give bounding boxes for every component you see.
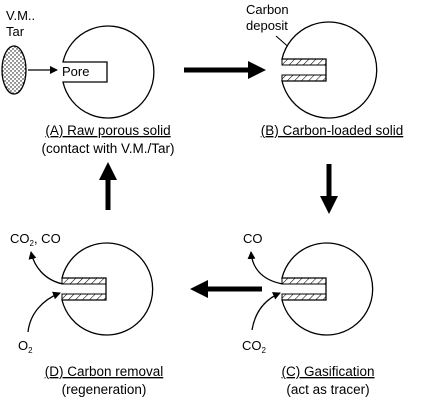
gas-out-arrow-d [28,251,64,285]
process-arrows [99,61,338,298]
arrow-b-to-c [320,164,338,214]
stage-c-subtitle: (act as tracer) [286,382,369,397]
stage-a-subtitle: (contact with V.M./Tar) [41,141,174,156]
gas-in-o2: O2 [18,338,33,355]
source-label-vm: V.M.. [6,8,35,23]
gas-in-co2: CO2 [242,338,267,355]
carbon-deposit-d-top [61,277,107,285]
stage-a: V.M.. Tar Pore [1,8,155,119]
solid-particle-d [61,242,154,336]
stage-a-title: (A) Raw porous solid [45,123,170,138]
stage-b: Carbon deposit [246,2,378,119]
solid-particle-b [281,21,378,119]
arrow-a-to-b [184,61,266,79]
carbon-deposit-top [281,58,327,66]
carbon-deposit-label-line1: Carbon [246,2,289,17]
stage-c-title: (C) Gasification [281,364,374,379]
carbon-deposit-c-bottom [281,293,327,301]
carbon-deposit-label-line2: deposit [246,18,288,33]
carbon-deposit-bottom [281,74,327,82]
stage-d-subtitle: (regeneration) [62,382,147,397]
vm-tar-source-blob [1,45,27,95]
arrow-c-to-d [190,280,262,298]
stage-d-title: (D) Carbon removal [45,364,164,379]
pore-label: Pore [62,64,89,79]
carbon-deposit-c-top [281,277,327,285]
gas-in-arrow-c [251,292,281,331]
gas-in-arrow-d [27,291,61,333]
carbon-deposit-d-bottom [61,293,107,301]
arrow-d-to-a [99,162,117,210]
gas-out-arrow-c [247,251,284,285]
stage-b-title: (B) Carbon-loaded solid [261,123,404,138]
captions: (A) Raw porous solid (contact with V.M./… [41,123,403,397]
solid-particle-a [62,25,155,119]
stage-c: CO CO2 [242,231,374,355]
solid-particle-c [281,242,374,336]
gas-out-co2-co: CO2, CO [10,231,61,248]
source-label-tar: Tar [6,24,25,39]
stage-d: CO2, CO O2 [10,231,154,355]
gas-out-co: CO [243,231,263,246]
